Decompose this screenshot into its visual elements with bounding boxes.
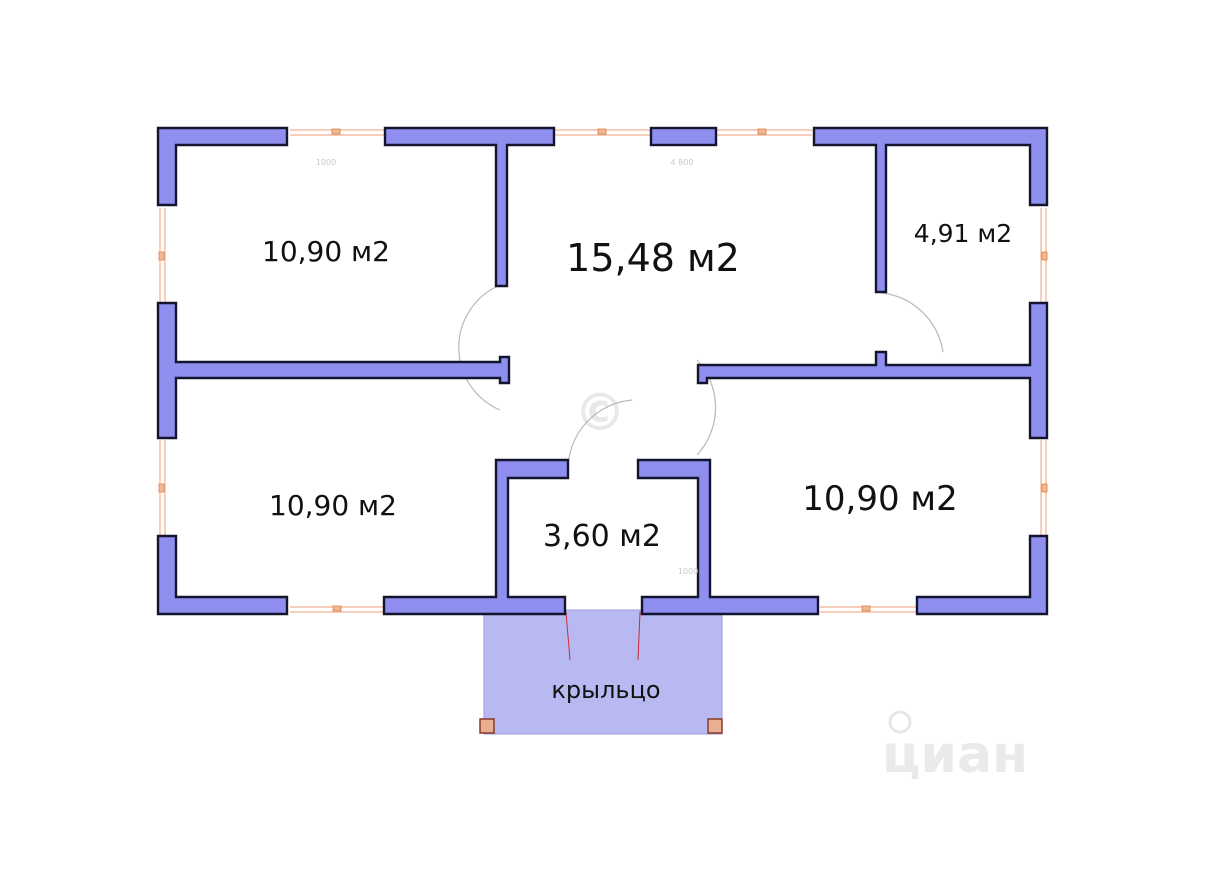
room-area-top-center: 15,48 м2	[566, 236, 740, 280]
wall-bottom-center-left	[382, 458, 570, 616]
dimension-entry: 1000	[678, 567, 698, 576]
wall-bottom-left-corner	[156, 534, 289, 616]
room-area-top-left: 10,90 м2	[262, 235, 390, 268]
room-area-bottom-right: 10,90 м2	[802, 479, 957, 519]
wall-left-middle	[156, 301, 511, 440]
dimension-top-middle: 4 800	[671, 158, 694, 167]
wall-bottom-center-right	[636, 458, 820, 616]
wall-bottom-right-corner	[915, 534, 1049, 616]
window-marks	[158, 128, 1048, 612]
porch-post-left	[479, 718, 495, 734]
wall-top-pier	[649, 126, 718, 147]
wall-top-center-left	[383, 126, 556, 288]
entry-cut-lines	[565, 611, 641, 661]
room-area-top-right: 4,91 м2	[914, 219, 1012, 248]
porch-post-right	[707, 718, 723, 734]
brand-watermark: циан	[882, 710, 1028, 785]
wall-top-left-corner	[156, 126, 289, 207]
walls	[156, 126, 1049, 616]
room-area-bottom-left: 10,90 м2	[269, 489, 397, 522]
door-arcs	[458, 284, 944, 471]
porch-platform	[483, 609, 723, 735]
brand-watermark-text: циан	[882, 725, 1028, 785]
brand-mark-icon	[888, 710, 912, 734]
wall-right-middle	[696, 301, 1049, 440]
wall-top-right-corner	[812, 126, 1049, 294]
center-watermark: ©	[574, 383, 626, 443]
room-area-vestibule: 3,60 м2	[543, 519, 661, 554]
dimension-top-left: 1000	[316, 158, 336, 167]
porch-label: крыльцо	[551, 676, 660, 704]
